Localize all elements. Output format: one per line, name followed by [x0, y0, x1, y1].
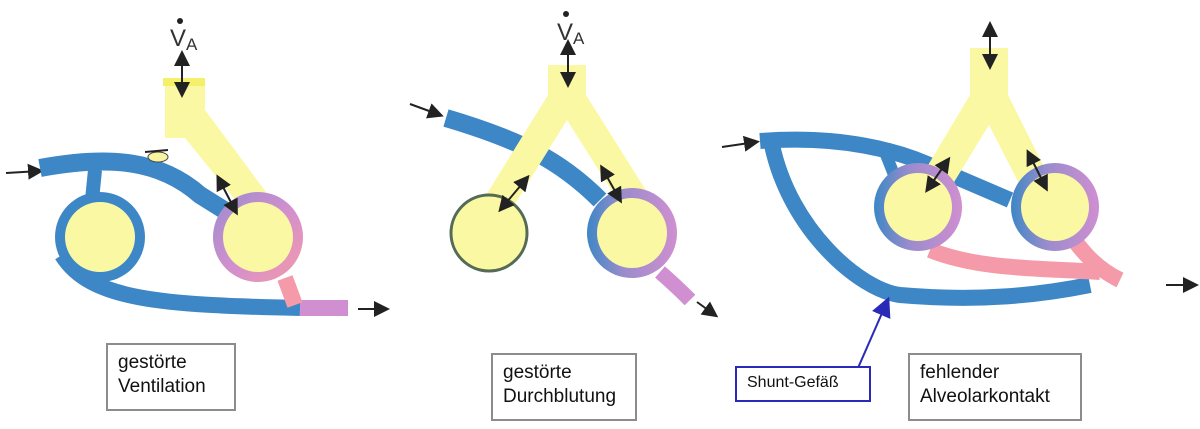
inflow-arrow — [721, 135, 760, 152]
alveolus-unventilated — [65, 202, 135, 272]
alveolus-unperfused — [449, 193, 529, 273]
va-symbol: VA — [557, 19, 585, 48]
alveolus-ventilated — [884, 173, 952, 241]
caption-alveolar-contact: fehlender Alveolarkontakt — [908, 353, 1082, 421]
shunt-vessel — [764, 143, 1092, 306]
airway — [165, 78, 272, 212]
shunt-label: Shunt-Gefäß — [735, 366, 871, 402]
blocked-branch — [147, 151, 169, 163]
inflow-arrow — [5, 163, 44, 180]
alveolus-ventilated — [1021, 173, 1089, 241]
alveolus-ventilated — [597, 198, 667, 268]
panel-ventilation: VA — [5, 18, 390, 317]
panel-perfusion: VA — [409, 11, 719, 318]
outflow-arrow — [696, 301, 719, 318]
va-symbol: VA — [170, 25, 198, 54]
venous-vessel — [38, 152, 237, 223]
panel-shunt — [721, 21, 1199, 369]
inflow-arrow — [409, 103, 444, 119]
caption-ventilation: gestörte Ventilation — [106, 343, 236, 411]
caption-perfusion: gestörte Durchblutung — [491, 353, 637, 421]
shunt-pointer-arrow — [857, 296, 891, 369]
alveolus-ventilated — [223, 202, 293, 272]
